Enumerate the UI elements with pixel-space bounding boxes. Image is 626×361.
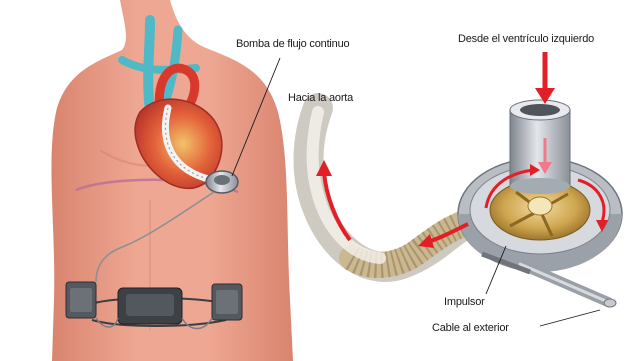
label-cable-exterior: Cable al exterior <box>432 322 509 334</box>
label-impeller: Impulsor <box>444 296 485 308</box>
label-to-aorta: Hacia la aorta <box>288 92 353 104</box>
label-from-left-ventricle: Desde el ventrículo izquierdo <box>458 33 594 45</box>
pump-cutaway <box>309 100 623 307</box>
implanted-pump <box>206 171 238 193</box>
label-continuous-flow-pump: Bomba de flujo continuo <box>236 38 349 50</box>
